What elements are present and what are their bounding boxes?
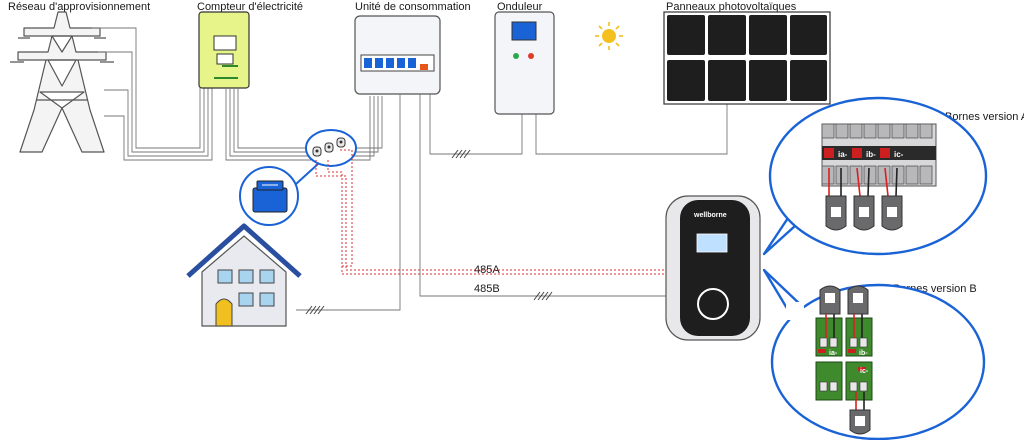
grid-pylon-icon — [10, 11, 114, 153]
terminal-a-ic: ic- — [894, 150, 904, 159]
terminal-b-ic: ic- — [860, 368, 869, 375]
inverter-label: Onduleur — [497, 1, 543, 13]
consumer-unit-label: Unité de consommation — [355, 1, 471, 13]
consumer-unit-wires — [296, 94, 728, 311]
cable-marks — [305, 149, 553, 315]
terminal-b-ib: ib- — [859, 350, 868, 357]
current-sensor-icons — [305, 129, 357, 167]
terminal-a-ia: ia- — [838, 150, 848, 159]
meter-wires — [225, 88, 383, 161]
terminal-b-ia: ia- — [829, 350, 838, 357]
rs485-lines — [315, 149, 666, 275]
version-a-bubble: ia- ib- ic- — [762, 96, 988, 256]
terminal-a-ib: ib- — [866, 150, 876, 159]
consumer-unit-icon — [354, 15, 441, 95]
house-icon — [186, 223, 302, 327]
meter-label: Compteur d'électricité — [197, 1, 304, 13]
sun-icon — [595, 22, 623, 50]
version-b-bubble: ia- ib- ic- — [762, 268, 986, 440]
bus-b-label: 485B — [474, 283, 500, 295]
electricity-meter-icon — [198, 11, 250, 89]
version-a-label: Bornes version A — [945, 111, 1024, 123]
solar-panels-icon — [663, 11, 831, 105]
inverter-icon — [494, 11, 555, 115]
charger-brand: wellborne — [693, 212, 727, 219]
sensor-zoom-bubble — [239, 163, 319, 226]
grid-wires — [92, 27, 213, 161]
ev-charger-icon: wellborne — [665, 195, 761, 341]
solar-panels-label: Panneaux photovoltaïques — [666, 1, 797, 13]
grid-label: Réseau d'approvisionnement — [8, 1, 151, 13]
